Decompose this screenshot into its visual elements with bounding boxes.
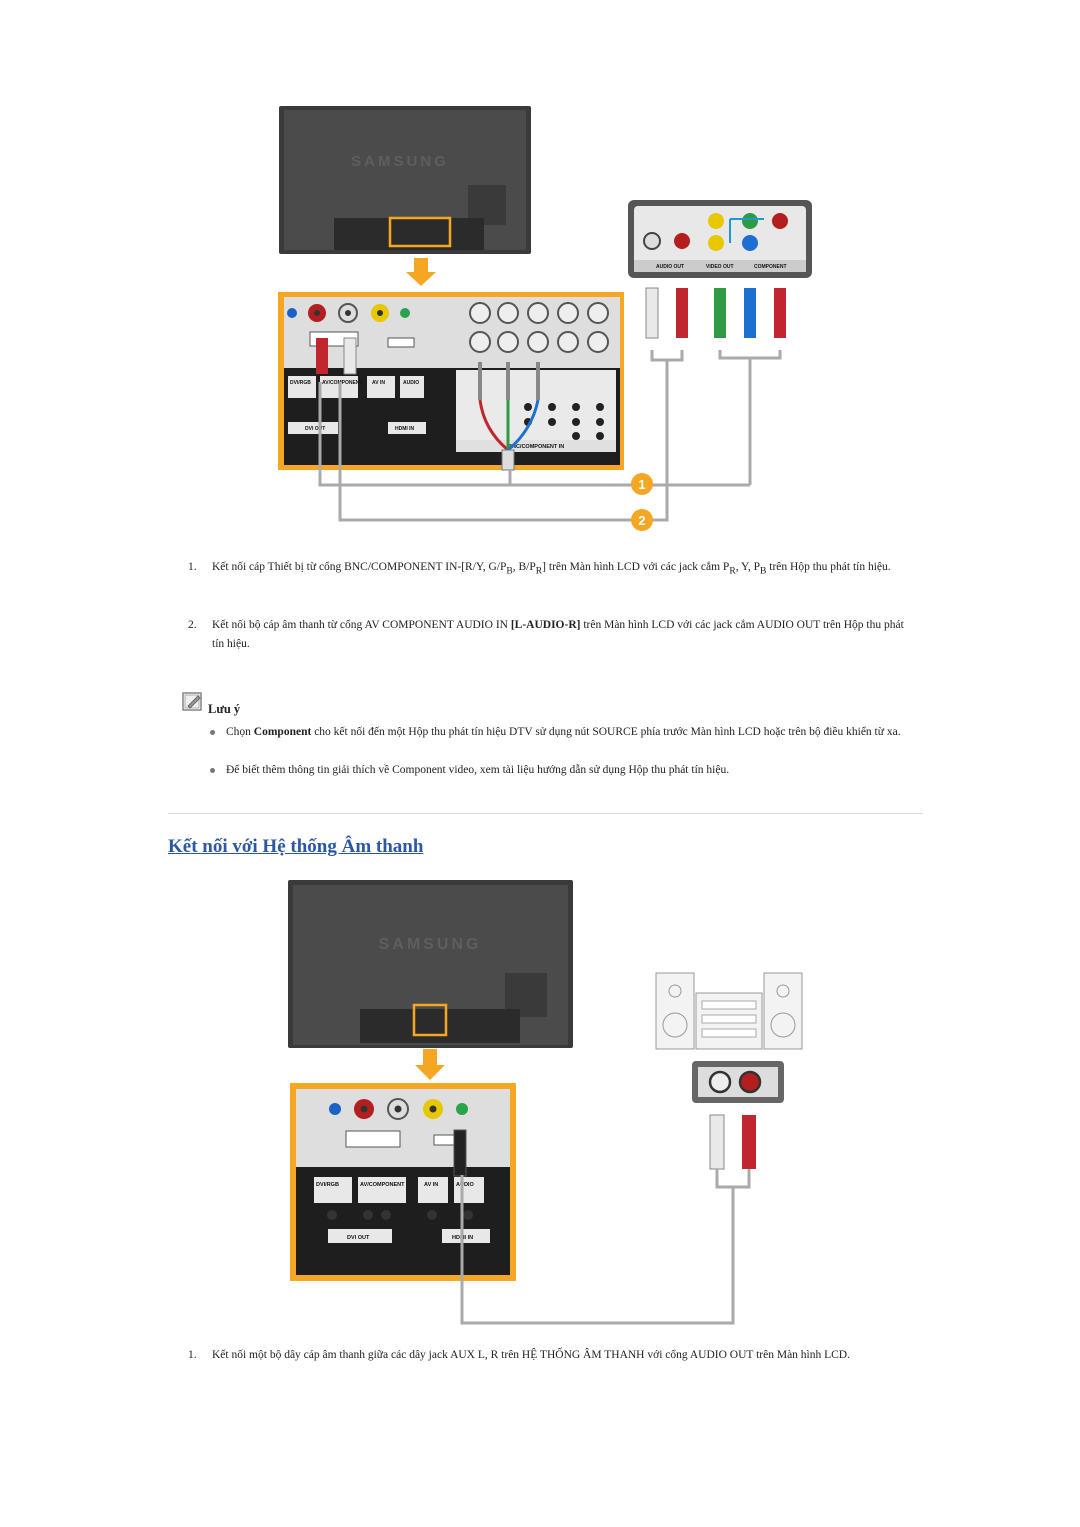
lcd-connection-panel: DVI/RGB AV/COMPONENT AV IN AUDIO DVI OUT…: [278, 292, 624, 471]
svg-text:2: 2: [638, 513, 645, 528]
audio-system-connection-diagram: SAMSUNG DVI/RGB AV/COMPONENT AV IN AUDIO: [288, 880, 803, 1325]
step-text: Kết nối cáp Thiết bị từ cổng BNC/COMPONE…: [212, 561, 891, 577]
svg-text:DVI/RGB: DVI/RGB: [290, 380, 311, 386]
svg-text:HDMI IN: HDMI IN: [395, 426, 415, 432]
step-text: Kết nối bộ cáp âm thanh từ cổng AV COMPO…: [212, 619, 904, 650]
tv-back-panel: SAMSUNG: [279, 106, 531, 254]
step-text: Kết nối một bộ dây cáp âm thanh giữa các…: [212, 1349, 850, 1361]
note-bullet: Chọn Component cho kết nối đến một Hộp t…: [210, 724, 922, 760]
svg-text:AV IN: AV IN: [424, 1182, 438, 1188]
badge-2-icon: [631, 509, 653, 531]
svg-text:AUDIO: AUDIO: [456, 1182, 474, 1188]
port-highlight-box: [388, 216, 452, 248]
step-number: 2.: [188, 619, 197, 631]
note-icon: [182, 692, 202, 711]
set-top-box: AUDIO OUT VIDEO OUT COMPONENT: [628, 200, 812, 278]
note-block: Lưu ý Chọn Component cho kết nối đến một…: [182, 692, 922, 792]
svg-text:AV/COMPONENT: AV/COMPONENT: [322, 380, 362, 386]
svg-text:AUDIO: AUDIO: [403, 380, 419, 386]
port-highlight-box: [412, 1003, 448, 1037]
step-item: 2. Kết nối bộ cáp âm thanh từ cổng AV CO…: [188, 616, 918, 656]
down-arrow-icon: [406, 258, 436, 286]
bullet-text: Chọn Component cho kết nối đến một Hộp t…: [226, 726, 901, 738]
svg-text:DVI OUT: DVI OUT: [305, 426, 325, 432]
step-item: 1. Kết nối một bộ dây cáp âm thanh giữa …: [188, 1346, 918, 1386]
bullet-icon: [210, 730, 215, 735]
svg-text:VIDEO OUT: VIDEO OUT: [706, 264, 734, 270]
svg-text:BNC/COMPONENT IN: BNC/COMPONENT IN: [508, 444, 564, 450]
tv-brand-logo: SAMSUNG: [379, 936, 482, 953]
bullet-icon: [210, 768, 215, 773]
lcd-connection-panel: DVI/RGB AV/COMPONENT AV IN AUDIO DVI OUT…: [290, 1083, 516, 1281]
svg-text:AUDIO OUT: AUDIO OUT: [656, 264, 684, 270]
step-number: 1.: [188, 561, 197, 573]
note-title: Lưu ý: [208, 702, 241, 716]
svg-text:AV IN: AV IN: [372, 380, 385, 386]
section-title: Kết nối với Hệ thống Âm thanh: [168, 836, 424, 857]
svg-text:DVI/RGB: DVI/RGB: [316, 1182, 339, 1188]
tv-back-panel: SAMSUNG: [288, 880, 573, 1048]
down-arrow-icon: [415, 1049, 445, 1080]
tv-brand-logo: SAMSUNG: [351, 153, 449, 170]
badge-1-icon: [631, 473, 653, 495]
audio-system: [655, 972, 803, 1170]
bullet-text: Để biết thêm thông tin giải thích về Com…: [226, 764, 730, 776]
svg-text:1: 1: [638, 477, 645, 492]
svg-text:COMPONENT: COMPONENT: [754, 264, 787, 270]
svg-text:DVI OUT: DVI OUT: [347, 1235, 370, 1241]
section-divider: [168, 813, 923, 814]
svg-text:AV/COMPONENT: AV/COMPONENT: [360, 1182, 405, 1188]
step-number: 1.: [188, 1349, 197, 1361]
step-item: 1. Kết nối cáp Thiết bị từ cổng BNC/COMP…: [188, 558, 918, 598]
note-bullet: Để biết thêm thông tin giải thích về Com…: [210, 762, 922, 782]
component-connection-diagram: SAMSUNG DVI/RGB: [278, 106, 812, 531]
